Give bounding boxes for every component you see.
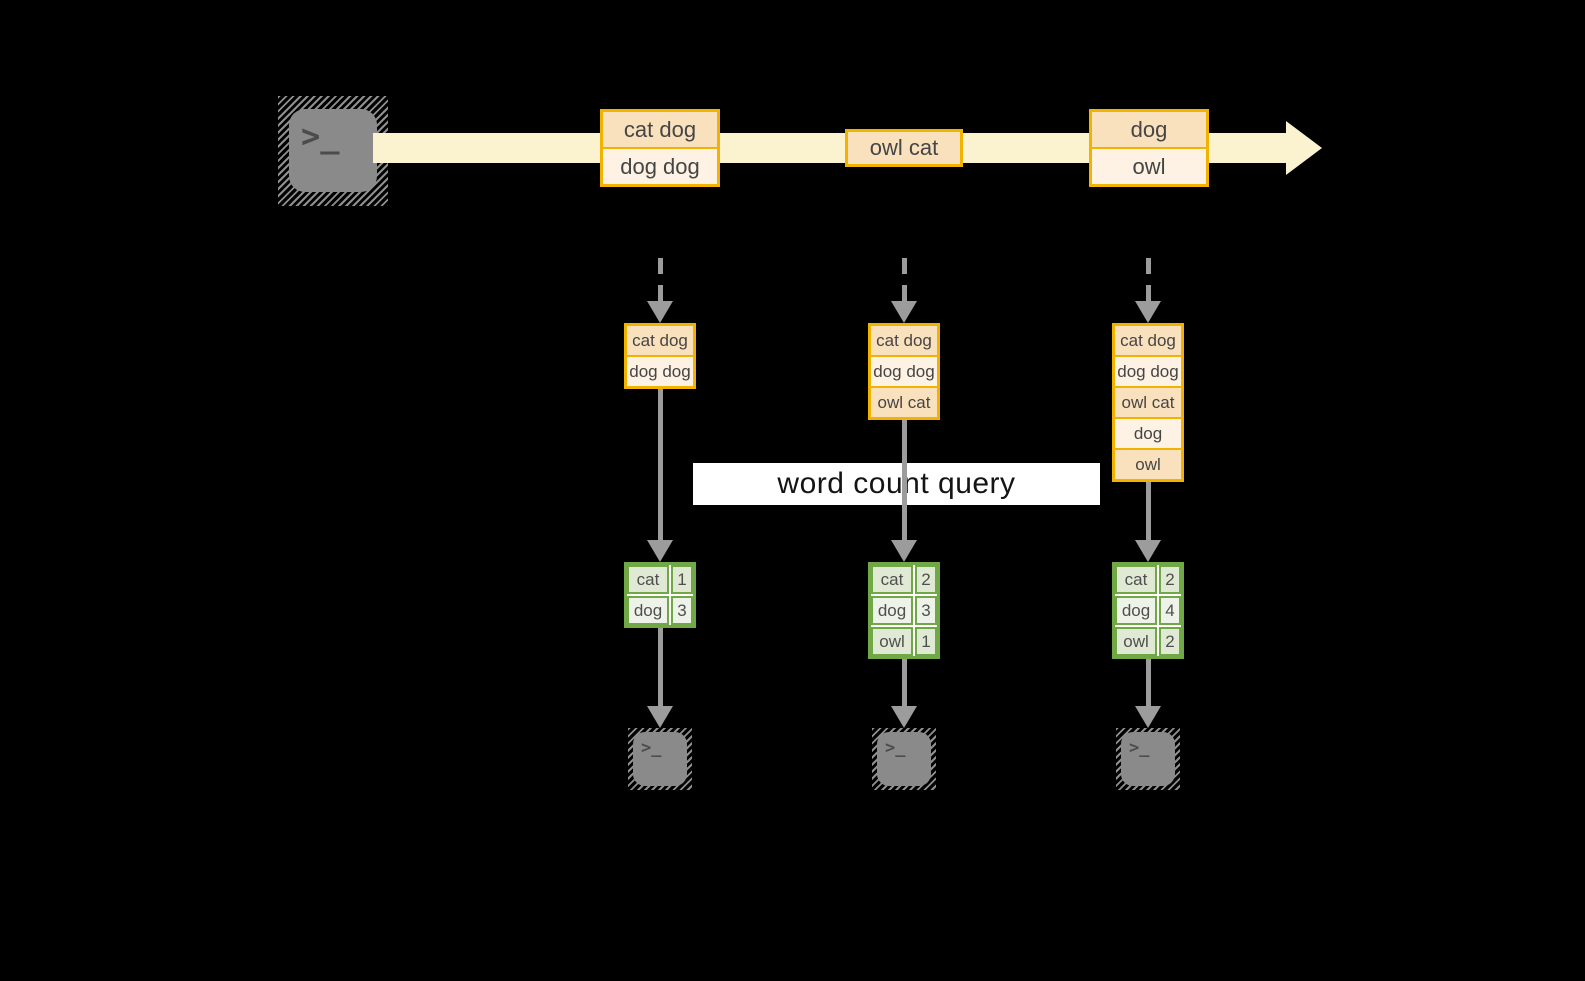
input-table-row: owl (1115, 450, 1181, 479)
stream-timeline-arrowhead (1286, 121, 1322, 175)
arrowhead (891, 540, 917, 562)
output-terminal-icon-2: >_ (872, 728, 936, 790)
arrowhead (1135, 540, 1161, 562)
dashed-arrow-line (1145, 258, 1151, 302)
input-table-row: owl cat (871, 388, 937, 417)
dashed-arrow-line (657, 258, 663, 302)
input-table-row: cat dog (871, 326, 937, 355)
arrowhead (647, 540, 673, 562)
stream-batch-row: dog (1092, 112, 1206, 147)
query-label-text: word count query (777, 467, 1016, 500)
arrowhead (1135, 706, 1161, 728)
stream-batch-row: cat dog (603, 112, 717, 147)
terminal-prompt-glyph: >_ (641, 738, 662, 758)
terminal-prompt-glyph: >_ (301, 117, 340, 155)
connector-line (901, 659, 907, 708)
terminal-screen: >_ (1121, 732, 1175, 786)
input-table-row: cat dog (627, 326, 693, 355)
input-table-row: dog dog (1115, 357, 1181, 386)
count-cell: 3 (671, 596, 693, 625)
input-table-row: cat dog (1115, 326, 1181, 355)
word-cell: dog (1115, 596, 1157, 625)
output-terminal-icon-3: >_ (1116, 728, 1180, 790)
terminal-screen: >_ (633, 732, 687, 786)
count-cell: 2 (915, 565, 937, 594)
dashed-arrow-line (901, 258, 907, 302)
word-cell: cat (627, 565, 669, 594)
stream-batch-2: owl cat (845, 129, 963, 167)
dashed-arrowhead (1135, 301, 1161, 323)
word-cell: owl (871, 627, 913, 656)
terminal-screen: >_ (877, 732, 931, 786)
dashed-arrowhead (647, 301, 673, 323)
connector-line (1145, 659, 1151, 708)
count-cell: 3 (915, 596, 937, 625)
word-cell: cat (871, 565, 913, 594)
input-table-row: dog dog (871, 357, 937, 386)
stream-batch-row: owl cat (848, 132, 960, 164)
count-cell: 2 (1159, 565, 1181, 594)
query-label: word count query (693, 463, 1100, 505)
output-terminal-icon-1: >_ (628, 728, 692, 790)
count-cell: 1 (915, 627, 937, 656)
connector-line (901, 420, 907, 542)
dashed-arrowhead (891, 301, 917, 323)
word-cell: owl (1115, 627, 1157, 656)
arrowhead (647, 706, 673, 728)
stream-batch-row: owl (1092, 149, 1206, 184)
word-cell: dog (627, 596, 669, 625)
count-cell: 2 (1159, 627, 1181, 656)
connector-line (657, 628, 663, 708)
connector-line (657, 389, 663, 542)
connector-line (1145, 482, 1151, 542)
word-cell: dog (871, 596, 913, 625)
input-table-row: owl cat (1115, 388, 1181, 417)
word-cell: cat (1115, 565, 1157, 594)
terminal-prompt-glyph: >_ (885, 738, 906, 758)
count-cell: 4 (1159, 596, 1181, 625)
input-table-row: dog (1115, 419, 1181, 448)
terminal-prompt-glyph: >_ (1129, 738, 1150, 758)
count-cell: 1 (671, 565, 693, 594)
source-terminal-icon: >_ (278, 96, 388, 206)
terminal-screen: >_ (289, 109, 377, 192)
stream-batch-row: dog dog (603, 149, 717, 184)
arrowhead (891, 706, 917, 728)
input-table-row: dog dog (627, 357, 693, 386)
